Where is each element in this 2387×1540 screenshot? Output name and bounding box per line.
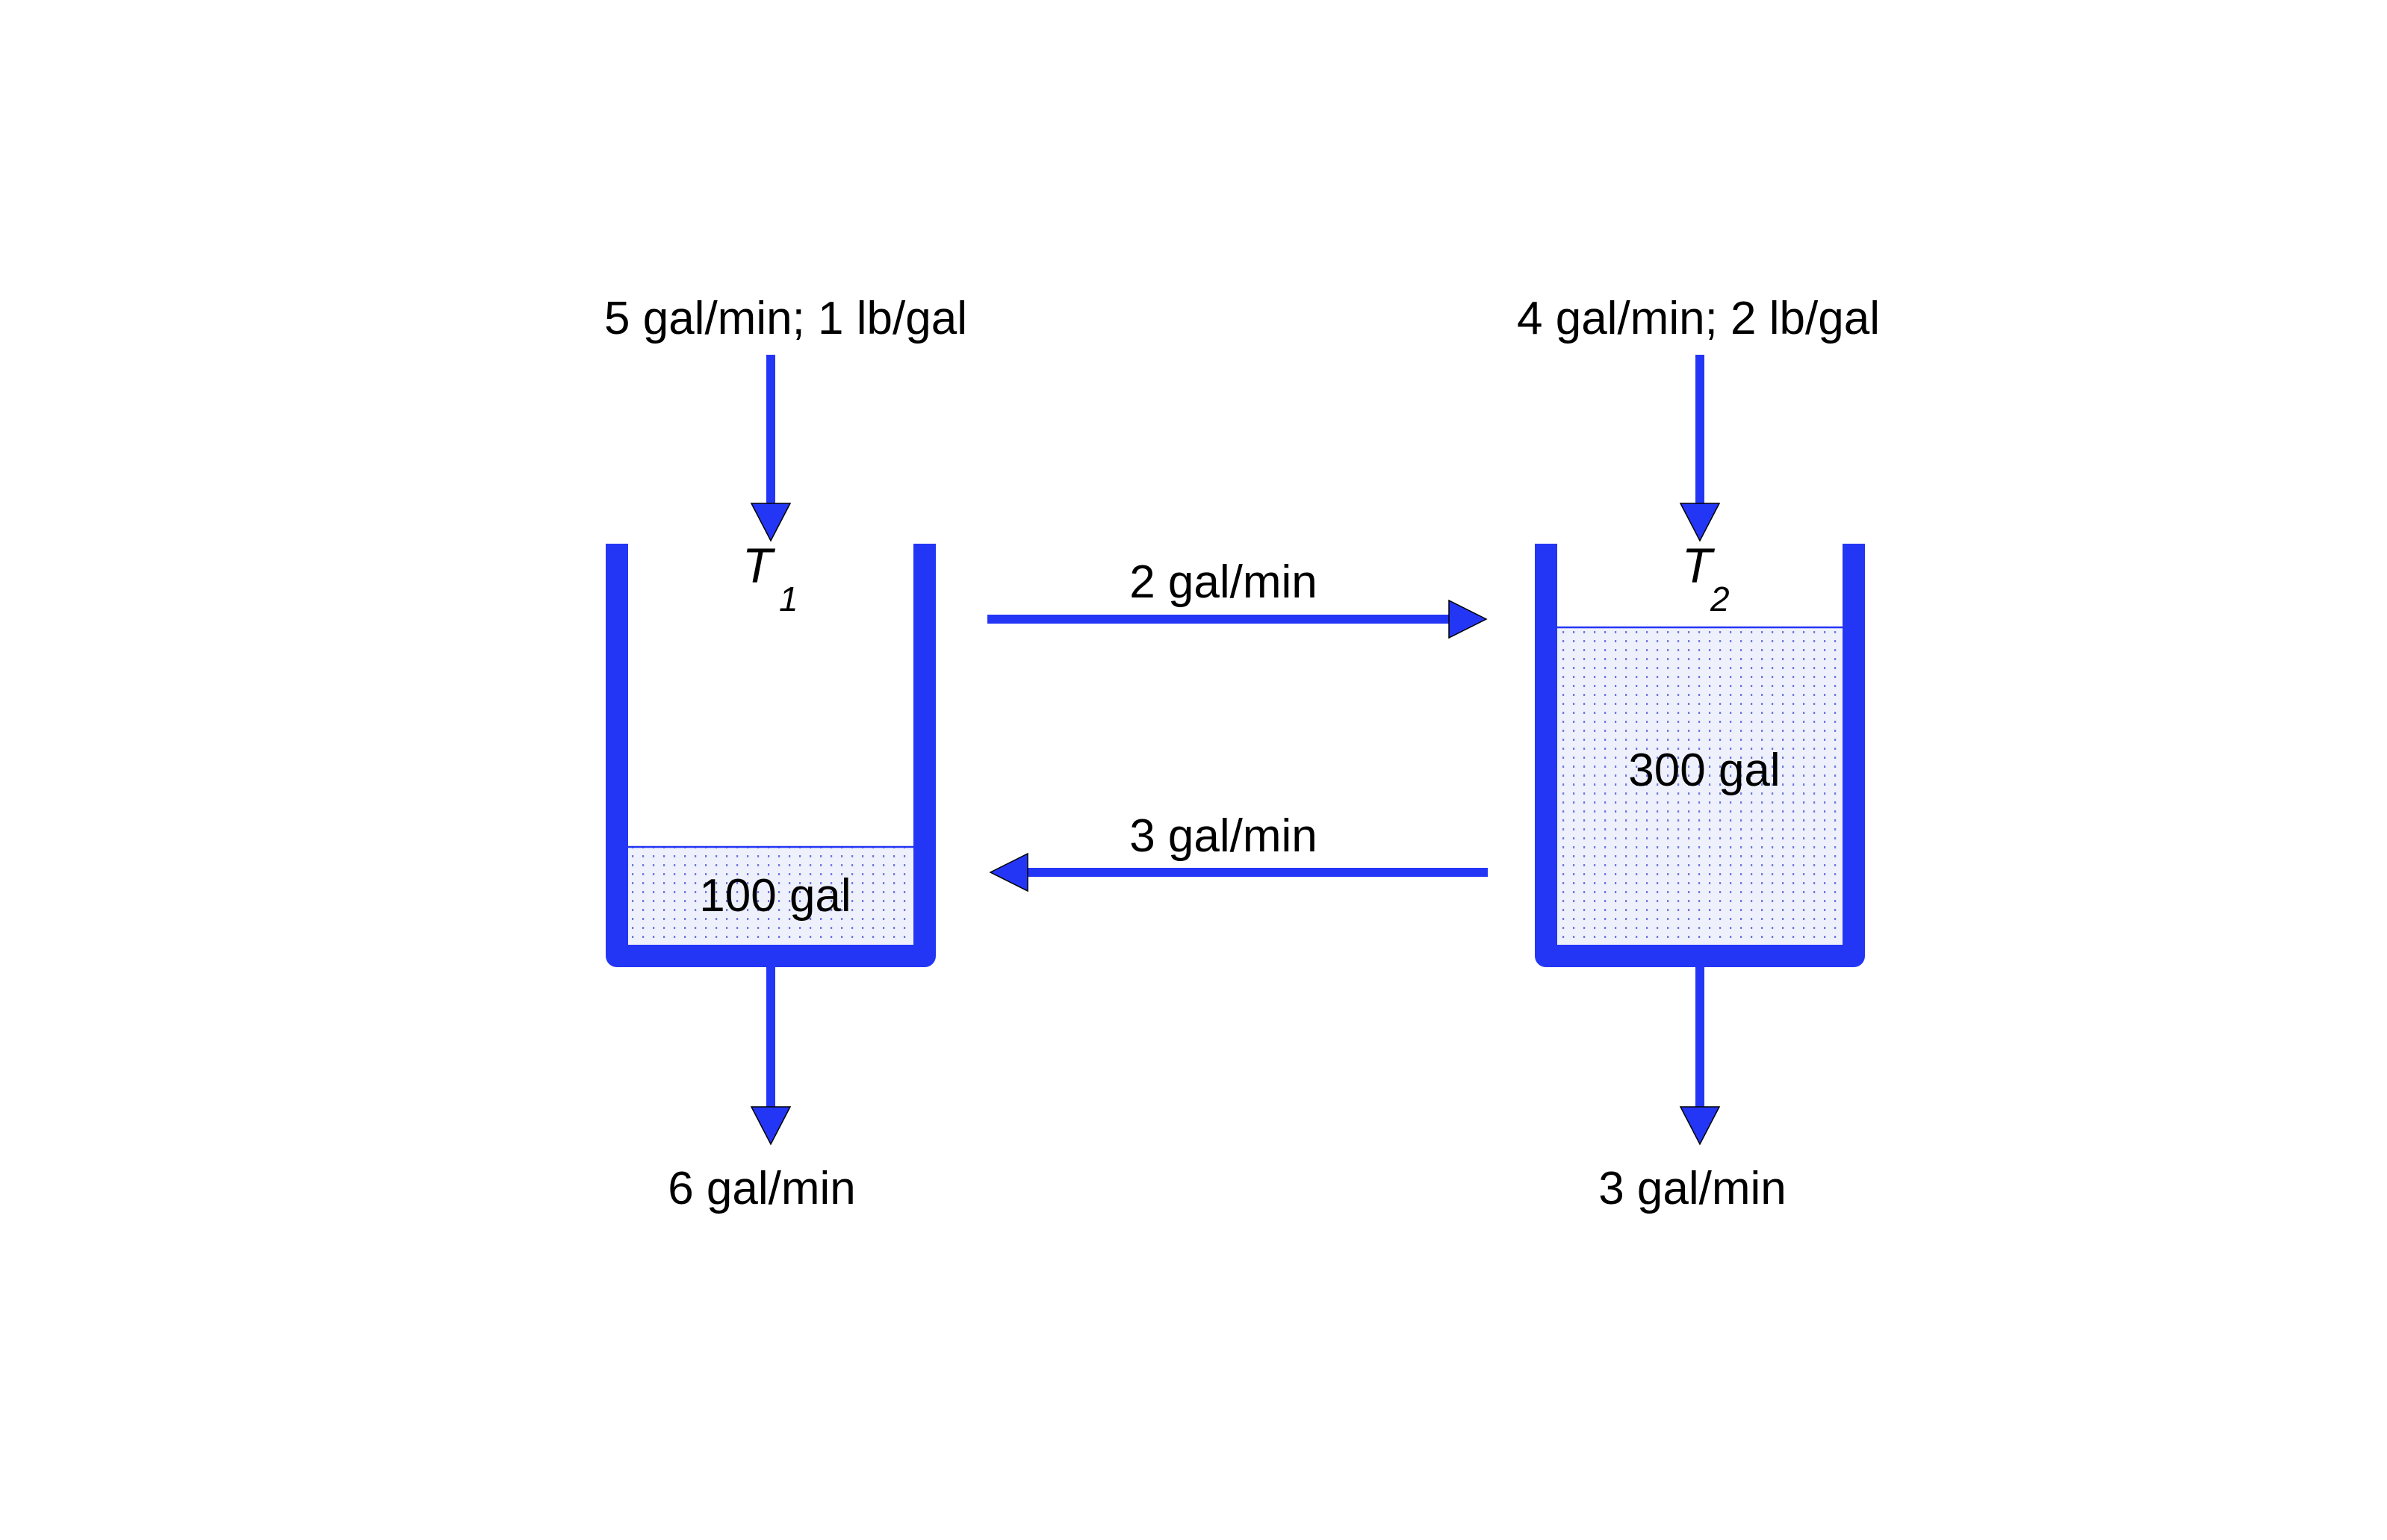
tank-1-name: T <box>742 538 776 593</box>
tank-1-subscript: 1 <box>779 580 798 618</box>
tank-2-inflow-label: 4 gal/min; 2 lb/gal <box>1517 293 1880 344</box>
tank-2-outflow: 3 gal/min <box>1598 965 1787 1214</box>
tank-1-volume-label: 100 gal <box>699 870 851 922</box>
tank-1: T 1 100 gal <box>606 538 936 967</box>
tank-2-inflow: 4 gal/min; 2 lb/gal <box>1517 293 1880 542</box>
transfer-tank2-to-tank1-label: 3 gal/min <box>1129 810 1317 862</box>
tank-1-outflow-arrowhead <box>750 1106 792 1146</box>
tank-2-outflow-label: 3 gal/min <box>1598 1163 1787 1214</box>
tank-2-volume-label: 300 gal <box>1628 745 1780 796</box>
transfer-tank2-to-tank1-arrowhead <box>989 852 1028 892</box>
tank-1-liquid <box>627 847 914 946</box>
tank-2: T 2 300 gal <box>1535 538 1865 967</box>
tank-2-walls <box>1535 544 1865 967</box>
tank-1-outflow: 6 gal/min <box>668 965 856 1214</box>
tank-2-outflow-arrowhead <box>1679 1106 1721 1146</box>
tank-2-liquid <box>1556 627 1843 946</box>
transfer-tank2-to-tank1: 3 gal/min <box>989 810 1488 892</box>
tank-1-inflow-arrowhead <box>750 503 792 542</box>
tank-1-inflow-label: 5 gal/min; 1 lb/gal <box>604 293 967 344</box>
tank-2-name: T <box>1682 538 1716 593</box>
tank-1-inflow: 5 gal/min; 1 lb/gal <box>604 293 967 542</box>
transfer-tank1-to-tank2-arrowhead <box>1448 599 1488 639</box>
tank-1-outflow-label: 6 gal/min <box>668 1163 856 1214</box>
tank-2-subscript: 2 <box>1710 580 1730 618</box>
tank-1-walls <box>606 544 936 967</box>
tank-2-inflow-arrowhead <box>1679 503 1721 542</box>
transfer-tank1-to-tank2: 2 gal/min <box>987 556 1488 639</box>
transfer-tank1-to-tank2-label: 2 gal/min <box>1129 556 1317 608</box>
